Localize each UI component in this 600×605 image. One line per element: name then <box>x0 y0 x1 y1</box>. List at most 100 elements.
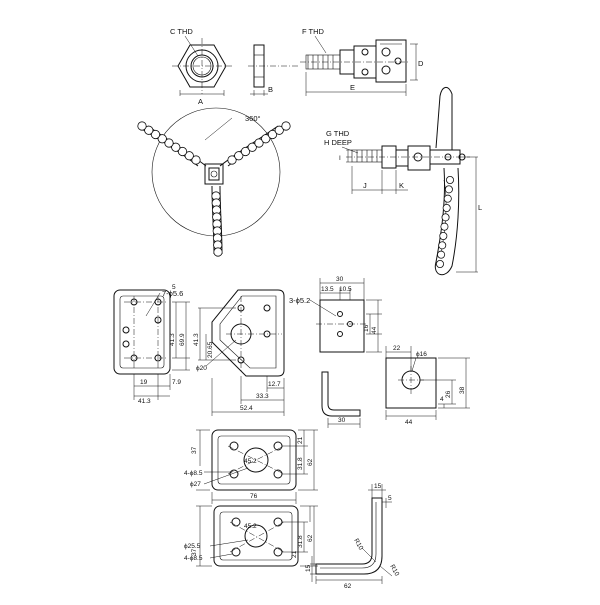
label-p5-holes: 4-ϕ8.5 <box>184 470 203 477</box>
label-p1-41-3b: 41.3 <box>138 398 151 405</box>
label-p4-phi16: ϕ16 <box>416 351 427 358</box>
label-p2-33-3: 33.3 <box>256 393 269 400</box>
label-p3-13-5: 13.5 <box>321 286 334 293</box>
handle-grip-knurl <box>443 194 452 203</box>
handle-grip-knurl <box>137 121 147 131</box>
dim-l <box>456 156 478 273</box>
handle-grip-knurl <box>437 250 446 259</box>
label-b: B <box>268 85 273 94</box>
dim-i <box>346 149 352 163</box>
angle-plate-3-side <box>321 371 361 428</box>
handle-grip-knurl <box>227 155 237 165</box>
label-br-r10a: R10 <box>352 538 364 552</box>
label-p6-21: 21 <box>291 550 298 558</box>
hex-nut-side-view <box>248 44 300 88</box>
dim-k <box>382 170 408 194</box>
label-p2-41-3: 41.3 <box>193 333 200 346</box>
handle-grip-knurl <box>441 213 450 222</box>
plunger-clamp-top-view <box>300 39 410 83</box>
p4-top-dims <box>385 346 412 370</box>
label-p5-62: 62 <box>307 458 314 466</box>
label-a: A <box>198 97 203 106</box>
dim-e <box>305 72 407 96</box>
label-br-15: 15 <box>374 483 382 490</box>
label-p6-37: 37 <box>191 548 198 556</box>
l-bracket-side-view <box>315 497 383 575</box>
label-p6-62v: 62 <box>307 534 314 542</box>
handle-grip-knurl <box>164 138 174 148</box>
p5-right-dims <box>282 429 318 491</box>
handle-grip-knurl <box>171 142 181 152</box>
handle-grip-knurl <box>439 231 448 240</box>
handle-grip-knurl <box>438 241 447 250</box>
handle-grip-knurl <box>267 129 278 140</box>
label-p6-31-8: 31.8 <box>297 535 304 548</box>
handle-grip-knurl <box>234 151 244 161</box>
label-p3-10-5: 10.5 <box>339 286 352 293</box>
p3-right-dims <box>366 299 382 353</box>
label-h-deep: H DEEP <box>324 138 352 147</box>
bracket-left-dims <box>310 556 316 582</box>
dim-j <box>351 166 383 194</box>
handle-grip-knurl <box>261 134 271 144</box>
label-i: I <box>339 155 341 162</box>
label-p6-15: 15 <box>305 564 312 572</box>
label-p6-phi25-5: ϕ25.5 <box>184 543 201 550</box>
hex-nut-front-view <box>172 38 232 94</box>
label-p3-30b: 30 <box>338 417 346 424</box>
label-p5-31-8: 31.8 <box>297 457 304 470</box>
clamp-side-view <box>346 87 470 276</box>
p6-right-dims <box>282 505 318 567</box>
label-p4-38: 38 <box>459 386 466 394</box>
bracket-bottom-dims <box>315 576 383 584</box>
handle-grip-knurl <box>445 175 454 184</box>
mounting-plate-5 <box>211 429 297 491</box>
label-p3-44: 44 <box>371 326 378 334</box>
p2-bottom-dims <box>211 376 285 416</box>
mounting-plate-2 <box>211 289 285 377</box>
handle-grip-knurl <box>177 146 188 157</box>
handle-grip-knurl <box>281 121 291 131</box>
angle-plate-3-front <box>316 299 368 353</box>
label-p1-41-3v: 41.3 <box>169 333 176 346</box>
handle-grip-knurl <box>254 138 264 148</box>
label-p1-19: 19 <box>140 379 148 386</box>
label-p5-45-2: 45.2 <box>244 458 257 465</box>
label-e: E <box>350 83 355 92</box>
label-f-thd: F THD <box>302 27 325 36</box>
label-p1-5: 5 <box>172 284 176 291</box>
p5-bottom-dims <box>211 492 297 504</box>
p4-right-dims <box>420 357 470 409</box>
handle-grip-knurl <box>435 259 444 268</box>
label-p3-holes: 3-ϕ5.2 <box>289 296 310 305</box>
label-p5-76: 76 <box>250 493 258 500</box>
mounting-plate-6 <box>213 505 299 567</box>
dim-b <box>250 90 268 96</box>
label-p4-26: 26 <box>445 390 452 398</box>
p2-left-dims <box>198 307 236 361</box>
label-br-5: 5 <box>388 495 392 502</box>
label-d: D <box>418 59 424 68</box>
handle-grip-knurl <box>444 185 453 194</box>
handle-grip-knurl <box>274 125 284 135</box>
label-l: L <box>478 203 482 212</box>
label-p2-phi20: ϕ20 <box>196 365 207 372</box>
label-p5-37: 37 <box>191 446 198 454</box>
label-p3-30: 30 <box>336 276 344 283</box>
label-p5-21: 21 <box>297 436 304 444</box>
p6-left-dims <box>196 505 212 567</box>
label-p5-phi27: ϕ27 <box>190 481 201 488</box>
label-p1-7-9: 7.9 <box>172 379 181 386</box>
label-p6-45-2: 45.2 <box>244 523 257 530</box>
label-j: J <box>363 181 367 190</box>
handle-grip-knurl <box>191 155 201 165</box>
label-p4-44: 44 <box>405 419 413 426</box>
label-p2-52-4: 52.4 <box>240 405 253 412</box>
mounting-plate-1 <box>113 289 171 375</box>
bracket-top-dims <box>368 484 392 508</box>
label-g-thd: G THD <box>326 129 350 138</box>
p3-top-dims <box>319 278 365 300</box>
handle-grip-knurl <box>247 142 257 152</box>
